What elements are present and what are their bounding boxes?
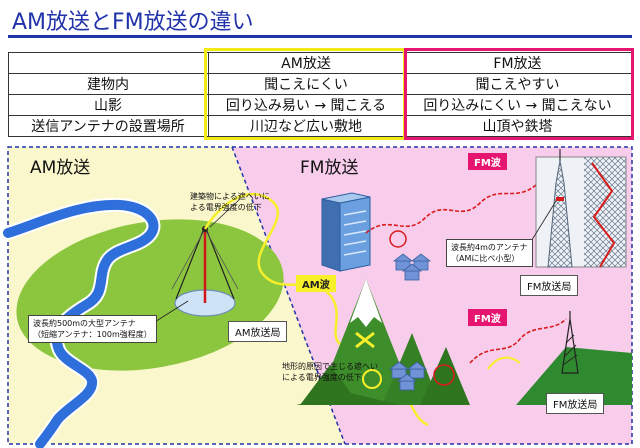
row-am-value: 回り込み易い → 聞こえる: [225, 97, 387, 114]
terrain-note-line: による電界強度の低下: [282, 373, 362, 382]
building-note: 建築物による遮へいに よる電界強度の低下: [190, 191, 270, 213]
house-group: [388, 253, 432, 391]
building-note-line: よる電界強度の低下: [190, 203, 262, 212]
fm-antenna-note-line: 波長約4mのアンテナ: [451, 243, 528, 252]
fm-antenna-note: 波長約4mのアンテナ （AMに比べ小型）: [446, 239, 533, 267]
row-label: 送信アンテナの設置場所: [31, 118, 185, 135]
header-fm: FM放送: [493, 55, 542, 72]
am-antenna-note-line: （短縮アンテナ：100m強程度）: [33, 330, 152, 339]
am-heading: AM放送: [30, 158, 91, 178]
fm-hill: [516, 347, 632, 405]
row-label: 建物内: [87, 76, 129, 93]
row-label: 山影: [94, 97, 122, 114]
broadcast-illustration: AM放送 FM放送 建築物による遮へいに よる電界強度の低下 地形的原因で生じる…: [0, 143, 640, 448]
building-note-line: 建築物による遮へいに: [190, 192, 270, 201]
row-fm-value: 回り込みにくい → 聞こえない: [423, 97, 612, 114]
am-station-label: AM放送局: [228, 321, 288, 342]
fm-heading: FM放送: [300, 158, 359, 178]
header-am: AM放送: [281, 55, 331, 72]
illustration-graphics: [1, 146, 633, 448]
am-wave-tag: AM波: [296, 275, 336, 292]
comparison-table: AM放送 FM放送 建物内 聞こえにくい 聞こえやすい 山影 回り込み易い → …: [8, 48, 634, 140]
fm-wave-tag: FM波: [468, 309, 507, 326]
title-underline: [8, 35, 632, 38]
row-fm-value: 聞こえやすい: [475, 76, 560, 93]
fm-station-label: FM放送局: [520, 275, 579, 296]
terrain-note: 地形的原因で生じる遮へい による電界強度の低下: [282, 361, 378, 383]
row-am-value: 聞こえにくい: [264, 76, 348, 93]
fm-column-highlight: [404, 48, 634, 140]
row-fm-value: 山頂や鉄塔: [482, 118, 553, 135]
shadow-zone: [433, 364, 455, 386]
terrain-note-line: 地形的原因で生じる遮へい: [282, 362, 378, 371]
fm-antenna-note-line: （AMに比べ小型）: [451, 254, 520, 263]
page-title: AM放送とFM放送の違い: [12, 10, 254, 35]
fm-wave-2: [469, 318, 567, 364]
fm-wave-tag: FM波: [468, 153, 507, 170]
row-am-value: 川辺など広い敷地: [250, 118, 362, 135]
fm-wave-1: [365, 180, 541, 234]
reception-spot: [389, 230, 407, 248]
am-antenna-note-line: 波長約500mの大型アンテナ: [33, 319, 136, 328]
fm-station-label: FM放送局: [546, 393, 605, 414]
am-antenna-note: 波長約500mの大型アンテナ （短縮アンテナ：100m強程度）: [28, 315, 157, 343]
